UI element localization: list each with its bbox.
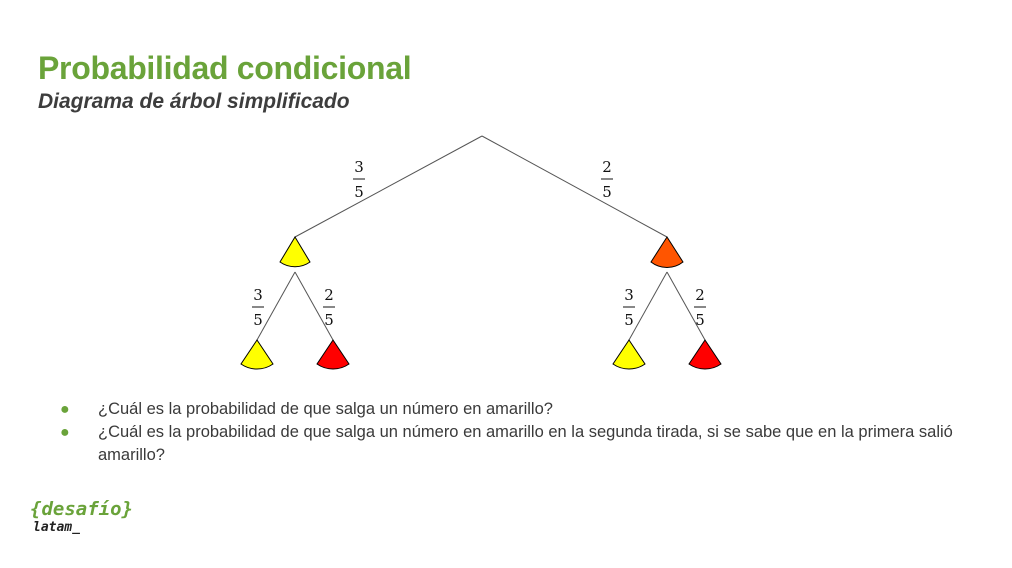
branch-left-right xyxy=(294,271,334,341)
fraction-denominator: 5 xyxy=(695,311,705,329)
fraction-numerator: 3 xyxy=(354,158,364,176)
node-yellow-left-left xyxy=(240,339,274,370)
node-yellow-right-left xyxy=(612,339,646,370)
list-item: ● ¿Cuál es la probabilidad de que salga … xyxy=(60,421,980,467)
branch-right-left xyxy=(628,271,668,341)
logo-line-2: latam_ xyxy=(33,520,80,535)
fraction-numerator: 3 xyxy=(624,286,634,304)
fraction-numerator: 3 xyxy=(253,286,263,304)
fraction-root-left: 3 5 xyxy=(353,158,365,201)
bullet-icon: ● xyxy=(60,424,70,441)
branch-root-right xyxy=(481,135,668,238)
bullet-icon: ● xyxy=(60,401,70,418)
fraction-numerator: 2 xyxy=(602,158,612,176)
branch-right-right xyxy=(666,271,706,341)
slide-title: Probabilidad condicional xyxy=(38,50,412,86)
fraction-root-right: 2 5 xyxy=(601,158,613,201)
slide-subtitle: Diagrama de árbol simplificado xyxy=(38,90,350,113)
question-list: ● ¿Cuál es la probabilidad de que salga … xyxy=(60,398,980,467)
fraction-denominator: 5 xyxy=(602,183,612,201)
question-text: ¿Cuál es la probabilidad de que salga un… xyxy=(98,423,953,464)
logo-line-1: {desafío} xyxy=(30,498,133,520)
list-item: ● ¿Cuál es la probabilidad de que salga … xyxy=(60,398,980,421)
fraction-denominator: 5 xyxy=(324,311,334,329)
node-yellow-level1 xyxy=(279,236,311,268)
node-red-right-right xyxy=(688,339,722,370)
fraction-right-right: 2 5 xyxy=(694,286,706,329)
branch-left-left xyxy=(256,271,296,341)
fraction-denominator: 5 xyxy=(253,311,263,329)
fraction-right-left: 3 5 xyxy=(623,286,635,329)
fraction-denominator: 5 xyxy=(624,311,634,329)
node-red-left-right xyxy=(316,339,350,370)
branch-root-left xyxy=(294,135,483,238)
fraction-numerator: 2 xyxy=(695,286,705,304)
question-text: ¿Cuál es la probabilidad de que salga un… xyxy=(98,400,553,418)
fraction-numerator: 2 xyxy=(324,286,334,304)
desafio-latam-logo: {desafío} latam_ xyxy=(30,498,133,535)
fraction-left-right: 2 5 xyxy=(323,286,335,329)
fraction-left-left: 3 5 xyxy=(252,286,264,329)
node-orange-level1 xyxy=(650,236,684,268)
fraction-denominator: 5 xyxy=(354,183,364,201)
